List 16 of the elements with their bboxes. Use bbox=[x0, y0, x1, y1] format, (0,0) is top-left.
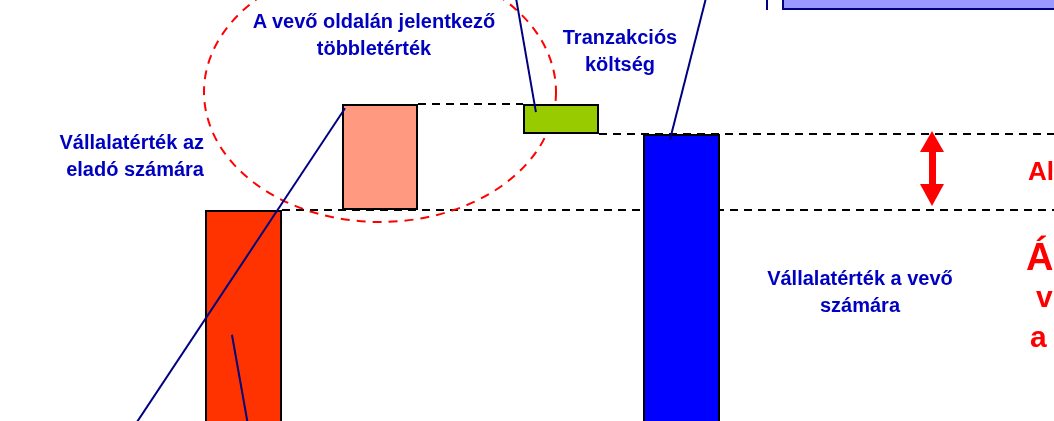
partial-label: v bbox=[1036, 282, 1053, 312]
node-label: Vállalatérték a vevő számára bbox=[766, 266, 954, 318]
leader-line bbox=[134, 107, 347, 421]
leader-line bbox=[230, 333, 249, 421]
bar bbox=[342, 104, 418, 210]
bar bbox=[205, 210, 282, 421]
node-label: Vállalatérték az eladó számára bbox=[58, 130, 204, 182]
leader-line bbox=[515, 0, 537, 114]
partial-label: Al bbox=[1028, 158, 1054, 184]
bar bbox=[523, 104, 599, 134]
node-label: Tranzakciós költség bbox=[561, 25, 679, 77]
leader-line bbox=[668, 0, 707, 141]
node-label: A vevő oldalán jelentkező többletérték bbox=[251, 9, 497, 61]
dashed-connector bbox=[417, 103, 524, 105]
partial-label: a bbox=[1030, 322, 1047, 352]
bar bbox=[643, 134, 720, 421]
